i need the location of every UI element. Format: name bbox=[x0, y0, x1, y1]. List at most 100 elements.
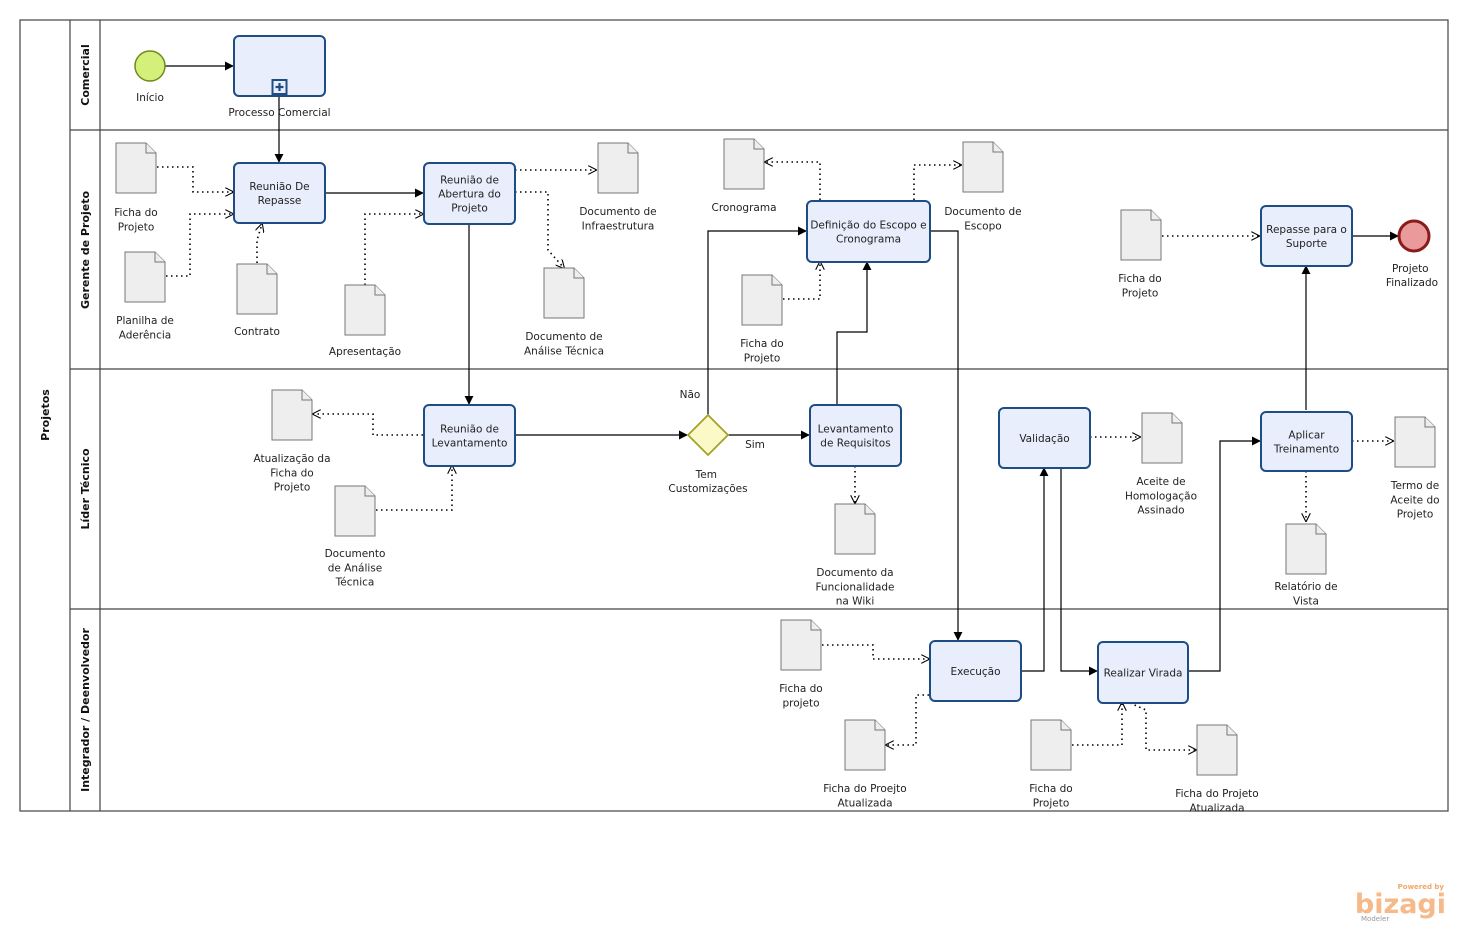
document-icon bbox=[1141, 412, 1183, 464]
document-icon bbox=[115, 142, 157, 194]
lane-label-lider: Líder Técnico bbox=[79, 448, 92, 530]
task-label: Validação bbox=[1019, 433, 1069, 445]
document-contrato[interactable]: Contrato bbox=[234, 263, 280, 338]
task-realizar-virada[interactable]: Realizar Virada bbox=[1097, 641, 1189, 704]
lane-label-comercial: Comercial bbox=[79, 44, 92, 105]
document-icon bbox=[1120, 209, 1162, 261]
pool-label: Projetos bbox=[39, 389, 52, 441]
task-label: Execução bbox=[950, 666, 1000, 678]
associations bbox=[157, 162, 1393, 750]
end-event[interactable] bbox=[1397, 219, 1431, 253]
task-label: Processo Comercial bbox=[228, 107, 330, 119]
brand-product: Modeler bbox=[1361, 915, 1389, 923]
document-label: Apresentação bbox=[329, 346, 401, 358]
document-icon bbox=[543, 267, 585, 319]
document-apresentacao[interactable]: Apresentação bbox=[329, 284, 401, 358]
gateway-yes-label: Sim bbox=[745, 439, 765, 451]
document-icon bbox=[597, 142, 639, 194]
task-processo-comercial[interactable]: Processo Comercial bbox=[228, 35, 331, 119]
gateway-diamond[interactable] bbox=[686, 413, 730, 457]
powered-by-text: Powered by bbox=[1398, 883, 1445, 891]
document-label: Cronograma bbox=[712, 202, 777, 214]
bizagi-logo: Powered by bizagi Modeler bbox=[1355, 883, 1446, 923]
document-icon bbox=[741, 274, 783, 326]
end-event-label: Projeto Finalizado bbox=[1386, 263, 1438, 289]
document-icon bbox=[1394, 416, 1436, 468]
document-icon bbox=[1030, 719, 1072, 771]
gateway-no-label: Não bbox=[680, 389, 701, 401]
gateway-label: Tem Customizações bbox=[668, 469, 747, 495]
lane-label-gerente: Gerente de Projeto bbox=[79, 191, 92, 309]
task-label: Realizar Virada bbox=[1104, 668, 1183, 680]
document-icon bbox=[334, 485, 376, 537]
sequence-flows bbox=[165, 61, 1399, 676]
subprocess-marker-icon bbox=[271, 79, 288, 95]
document-icon bbox=[271, 389, 313, 441]
brand-name: bizagi bbox=[1355, 889, 1446, 920]
task-execucao[interactable]: Execução bbox=[929, 640, 1022, 702]
document-label: Contrato bbox=[234, 326, 280, 338]
document-icon bbox=[236, 263, 278, 315]
start-event-label: Início bbox=[136, 92, 164, 104]
document-icon bbox=[962, 141, 1004, 193]
document-icon bbox=[780, 619, 822, 671]
document-icon bbox=[124, 251, 166, 303]
document-icon bbox=[844, 719, 886, 771]
start-event[interactable] bbox=[134, 50, 166, 82]
lane-label-integrador: Integrador / Deenvolvedor bbox=[79, 628, 92, 792]
document-icon bbox=[723, 138, 765, 190]
document-icon bbox=[1196, 724, 1238, 776]
task-validacao[interactable]: Validação bbox=[998, 407, 1091, 469]
document-cronograma[interactable]: Cronograma bbox=[712, 138, 777, 214]
